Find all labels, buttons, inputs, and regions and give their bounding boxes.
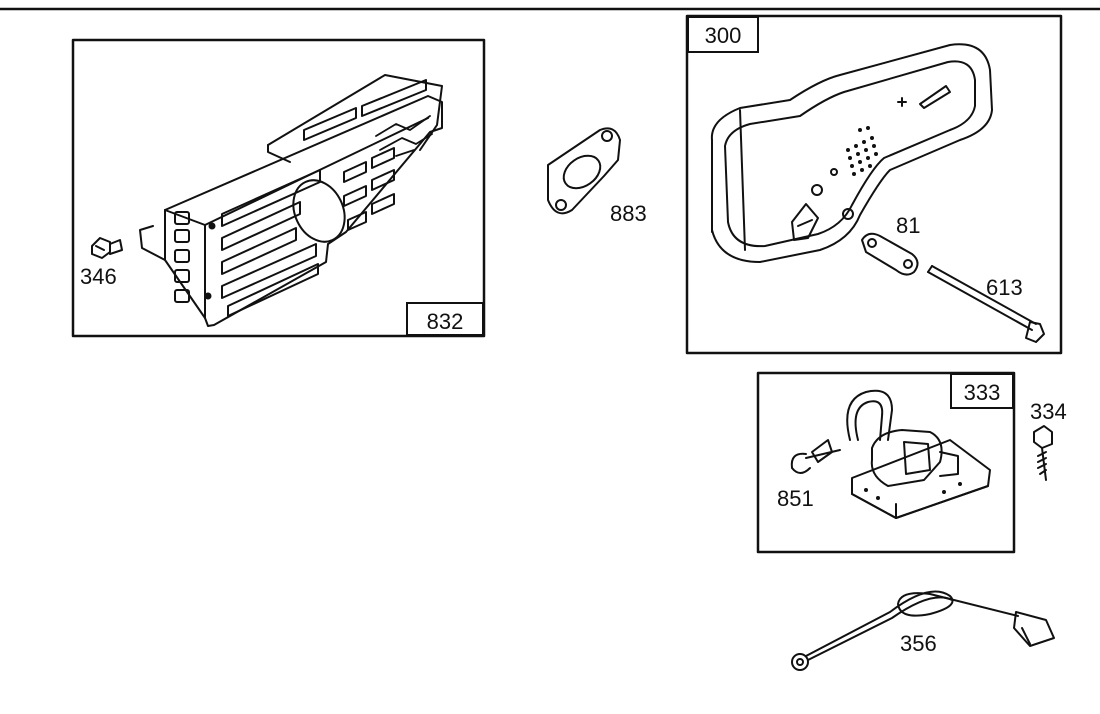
part-number-883: 883 bbox=[610, 201, 647, 226]
gasket-drawing bbox=[547, 127, 621, 215]
armature-box bbox=[756, 371, 1016, 554]
ground-wire-drawing bbox=[791, 590, 1055, 671]
shield-screw-drawing bbox=[91, 237, 123, 259]
part-number-tag-333: 333 bbox=[950, 373, 1014, 409]
lock-plate-drawing bbox=[861, 232, 919, 276]
part-number-tag-832: 832 bbox=[406, 302, 484, 336]
part-number-613: 613 bbox=[986, 275, 1023, 300]
muffler-bolt-drawing bbox=[927, 265, 1045, 343]
part-number-851: 851 bbox=[777, 486, 814, 511]
part-number-tag-300: 300 bbox=[687, 16, 759, 53]
muffler-drawing bbox=[710, 43, 993, 263]
heat-shield-drawing bbox=[139, 74, 443, 327]
muffler-box bbox=[685, 14, 1063, 355]
part-number-346: 346 bbox=[80, 264, 117, 289]
part-number-334: 334 bbox=[1030, 399, 1067, 424]
part-number-81: 81 bbox=[896, 213, 921, 238]
armature-screw-drawing bbox=[1033, 425, 1053, 481]
part-number-356: 356 bbox=[900, 631, 937, 656]
heat-shield-box bbox=[71, 38, 486, 338]
armature-drawing bbox=[790, 389, 991, 519]
